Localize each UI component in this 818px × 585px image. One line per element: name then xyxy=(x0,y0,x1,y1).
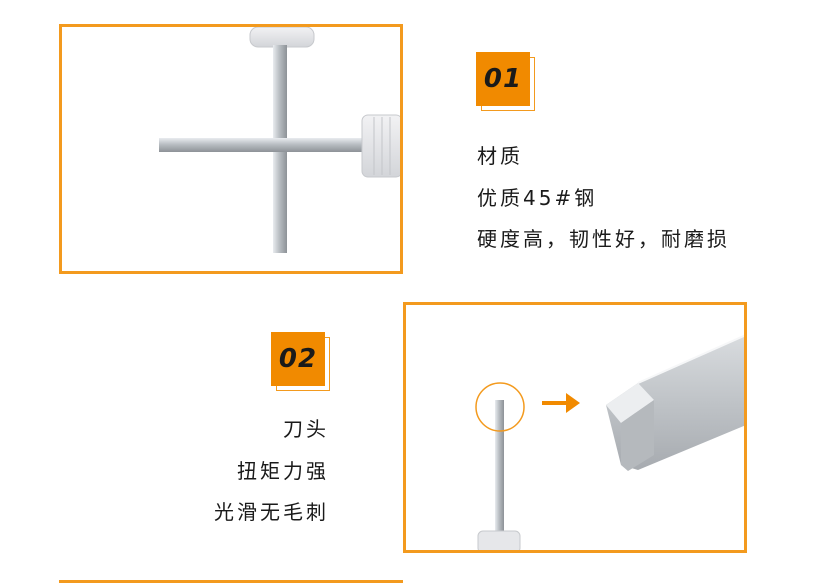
arrow-right-icon xyxy=(542,393,580,413)
feature-description-line: 优质45#钢 xyxy=(477,186,598,210)
feature-number: 02 xyxy=(271,332,325,386)
feature-number-badge-01: 01 xyxy=(476,52,535,111)
feature-title-material: 材质 xyxy=(477,144,523,168)
feature-number: 01 xyxy=(476,52,530,106)
tip-closeup-illustration xyxy=(475,334,744,550)
product-image-cross-key xyxy=(59,24,403,274)
feature-description-line: 光滑无毛刺 xyxy=(214,500,329,524)
product-image-tip-closeup xyxy=(403,302,747,553)
tip-highlight-circle xyxy=(475,382,525,432)
cross-key-illustration xyxy=(159,27,400,253)
feature-description-line: 扭矩力强 xyxy=(237,459,329,483)
feature-description-line: 硬度高，韧性好，耐磨损 xyxy=(477,227,730,251)
section-divider xyxy=(59,580,403,583)
feature-title-tip: 刀头 xyxy=(283,417,329,441)
feature-number-badge-02: 02 xyxy=(271,332,330,391)
